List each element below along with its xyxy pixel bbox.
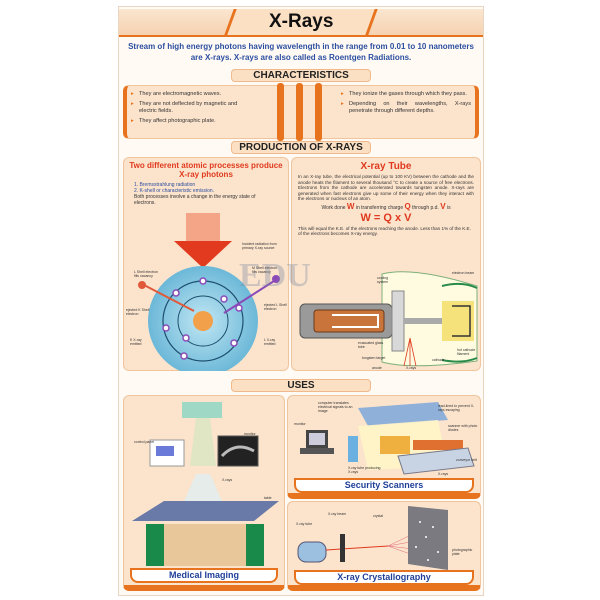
security-illustration — [300, 402, 475, 475]
process-note: Both processes involve a change in the e… — [134, 194, 256, 206]
diagram-label: M Shell electron fills vacancy — [252, 266, 278, 274]
security-label: computer translates electrical signals t… — [318, 401, 353, 413]
security-scanners-panel: computer translates electrical signals t… — [287, 395, 481, 499]
atomic-title: Two different atomic processes produce X… — [129, 161, 283, 179]
medical-label: X-rays — [222, 478, 233, 482]
work-text: Work done — [321, 204, 347, 211]
formula: W = Q x V — [360, 211, 412, 224]
medical-imaging-caption: Medical Imaging — [130, 568, 278, 583]
crystallography-label: X-ray tube — [296, 522, 313, 526]
atom-diagram — [138, 213, 280, 371]
tube-label: cathode — [432, 358, 445, 362]
production-heading: PRODUCTION OF X-RAYS — [231, 141, 371, 154]
characteristic: They affect photographic plate. — [131, 118, 251, 125]
characteristic: They are electromagnetic waves. — [131, 91, 251, 98]
characteristic: They are not deflected by magnetic and e… — [131, 101, 251, 115]
process-item: 1. Bremsstrahlung radiation — [134, 182, 196, 188]
diagram-label: K X-ray emitted — [130, 338, 142, 346]
medical-label: control panel — [134, 440, 155, 444]
tube-label: hot cathode filament — [457, 348, 476, 356]
security-label: scanner with photo diodes — [448, 424, 478, 432]
atomic-processes-panel: Two different atomic processes produce X… — [123, 157, 289, 371]
tube-label: evacuated glass tube — [358, 341, 384, 349]
medical-label: monitor — [244, 432, 256, 436]
characteristics-left: They are electromagnetic waves. They are… — [131, 91, 251, 128]
characteristic: Depending on their wavelengths, X-rays p… — [341, 101, 471, 115]
security-label: conveyor belt — [456, 458, 477, 462]
diagram-label: Incident radiation from primary X-ray so… — [242, 242, 277, 250]
security-scanners-caption: Security Scanners — [294, 478, 474, 493]
tube-text: In an X-ray tube, the electrical potenti… — [298, 174, 474, 202]
tube-label: electron beam — [452, 271, 475, 275]
security-label: X-ray tube producing X-rays — [348, 466, 381, 474]
tube-label: X-rays — [406, 366, 417, 370]
medical-illustration — [132, 402, 279, 566]
crystallography-label: X-ray beam — [328, 512, 347, 516]
xray-tube-panel: X-ray Tube In an X-ray tube, the electri… — [291, 157, 481, 371]
crystallography-caption: X-ray Crystallography — [294, 570, 474, 585]
tube-label: cooling system — [377, 276, 389, 284]
diagram-label: ejected L Shell electron — [264, 303, 287, 311]
tube-after-text: This will equal the K.E. of the electron… — [298, 225, 471, 237]
page-title: X-Rays — [224, 9, 378, 35]
crystallography-illustration — [297, 506, 448, 570]
security-label: X-rays — [438, 472, 449, 476]
medical-label: table — [264, 496, 272, 500]
work-text: through p.d. — [410, 204, 441, 211]
xray-tube-diagram — [299, 271, 478, 367]
medical-imaging-panel: control panel monitor X-rays table Medic… — [123, 395, 285, 591]
tube-label: anode — [372, 366, 382, 370]
diagram-label: L Shell electron fills vacancy — [134, 270, 158, 278]
symbol-v: V — [440, 201, 446, 211]
decorative-bars — [277, 83, 323, 141]
characteristics-heading: CHARACTERISTICS — [231, 69, 371, 82]
crystallography-label: photographic plate — [452, 548, 473, 556]
intro-text: Stream of high energy photons having wav… — [128, 42, 474, 62]
diagram-label: ejected K Shell electron — [126, 308, 150, 316]
tube-title: X-ray Tube — [360, 161, 412, 172]
security-label: monitor — [294, 422, 306, 426]
diagram-label: L X-ray emitted — [264, 338, 276, 346]
work-statement: Work done W in transferring charge Q thr… — [292, 201, 480, 212]
crystallography-label: crystal — [373, 514, 384, 518]
security-label: lead-lined to prevent X-rays escaping — [438, 404, 475, 412]
characteristic: They ionize the gases through which they… — [341, 91, 471, 98]
tube-label: tungsten target — [362, 356, 386, 360]
poster: X-Rays Stream of high energy photons hav… — [118, 6, 484, 596]
work-text: in transferring charge — [354, 204, 405, 211]
work-text: is — [445, 204, 451, 211]
watermark: EDU — [239, 257, 311, 294]
crystallography-panel: X-ray tube X-ray beam crystal photograph… — [287, 501, 481, 591]
symbol-q: Q — [404, 201, 411, 211]
title-text: X-Rays — [268, 11, 334, 32]
characteristics-right: They ionize the gases through which they… — [341, 91, 471, 118]
symbol-w: W — [346, 201, 355, 211]
process-item: 2. K-shell or characteristic emission. — [134, 188, 215, 194]
uses-heading: USES — [231, 379, 371, 392]
